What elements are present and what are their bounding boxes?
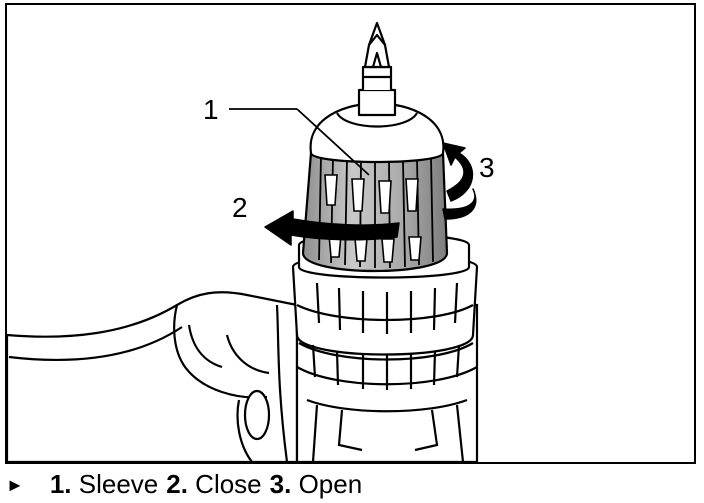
illustration-frame: 1 2 3 bbox=[5, 3, 696, 464]
chuck-nose bbox=[309, 101, 445, 164]
screwdriver-bit bbox=[357, 21, 397, 117]
clutch-ring bbox=[291, 253, 479, 462]
caption-item-1-text: Sleeve bbox=[78, 469, 159, 499]
caption-item-1-number: 1. bbox=[49, 469, 72, 499]
callout-3-label: 3 bbox=[479, 152, 495, 183]
caption-item-3-number: 3. bbox=[269, 469, 292, 499]
caption-item-2-text: Close bbox=[195, 469, 262, 499]
drill-body bbox=[7, 291, 299, 462]
callout-2-label: 2 bbox=[232, 192, 248, 223]
callout-1-label: 1 bbox=[203, 94, 219, 125]
caption-marker-icon: ► bbox=[6, 475, 24, 495]
callout-1-pointer bbox=[296, 108, 370, 176]
open-direction-arrow bbox=[442, 142, 477, 220]
close-direction-arrow bbox=[264, 210, 400, 246]
caption-item-3-text: Open bbox=[298, 469, 363, 499]
drill-chuck-illustration: 1 2 3 bbox=[7, 21, 495, 462]
caption-item-2-number: 2. bbox=[166, 469, 188, 499]
